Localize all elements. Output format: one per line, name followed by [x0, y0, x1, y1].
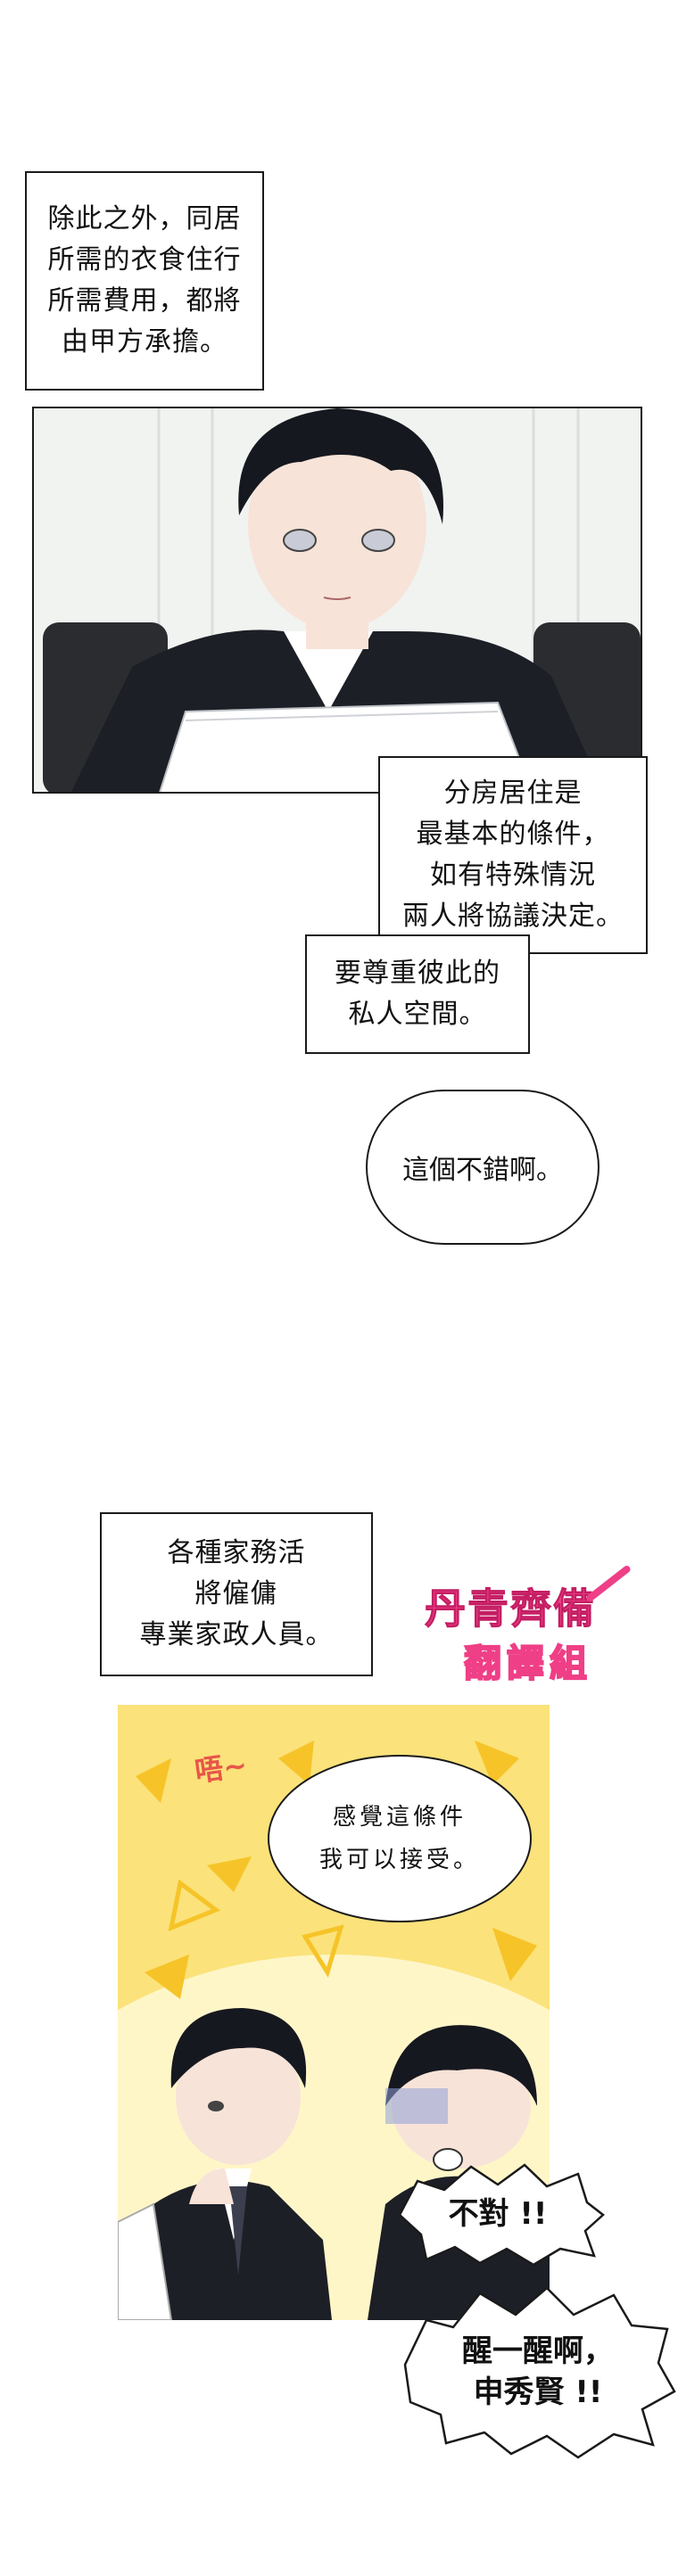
caption-text: 除此之外，同居 所需的衣食住行 所需費用，都將 由甲方承擔。 — [47, 203, 242, 358]
caption-text: 分房居住是 最基本的條件， 如有特殊情況 兩人將協議決定。 — [402, 778, 624, 932]
sound-effect-text: 唔~ — [192, 1748, 250, 1789]
spiky-bubble-shape — [398, 2163, 605, 2267]
panel-illustration — [34, 408, 641, 792]
logo-line-1: 丹青齊備 — [425, 1584, 596, 1634]
caption-box: 除此之外，同居 所需的衣食住行 所需費用，都將 由甲方承擔。 — [25, 171, 264, 391]
shout-text: 不對 !! — [448, 2196, 548, 2232]
speech-bubble: 這個不錯啊。 — [366, 1090, 599, 1245]
translation-group-logo: 丹青齊備 翻譯組 — [378, 1564, 642, 1714]
caption-text: 要尊重彼此的 私人空間。 — [335, 958, 500, 1030]
logo-line-2: 翻譯組 — [463, 1641, 592, 1686]
panel-man-reading — [32, 407, 642, 794]
caption-box: 各種家務活 將僱傭 專業家政人員。 — [100, 1512, 373, 1676]
shout-bubble: 醒一醒啊， 申秀賢 !! — [400, 2284, 676, 2459]
shout-text: 醒一醒啊， 申秀賢 !! — [462, 2333, 614, 2410]
spiky-bubble-shape — [403, 2286, 676, 2459]
shout-bubble: 不對 !! — [391, 2163, 605, 2267]
caption-box: 要尊重彼此的 私人空間。 — [305, 934, 530, 1054]
caption-box: 分房居住是 最基本的條件， 如有特殊情況 兩人將協議決定。 — [378, 756, 648, 954]
speech-text: 感覺這條件 我可以接受。 — [318, 1804, 480, 1873]
speech-bubble: 感覺這條件 我可以接受。 — [268, 1755, 532, 1922]
caption-text: 各種家務活 將僱傭 專業家政人員。 — [139, 1537, 334, 1650]
speech-text: 這個不錯啊。 — [402, 1155, 563, 1186]
